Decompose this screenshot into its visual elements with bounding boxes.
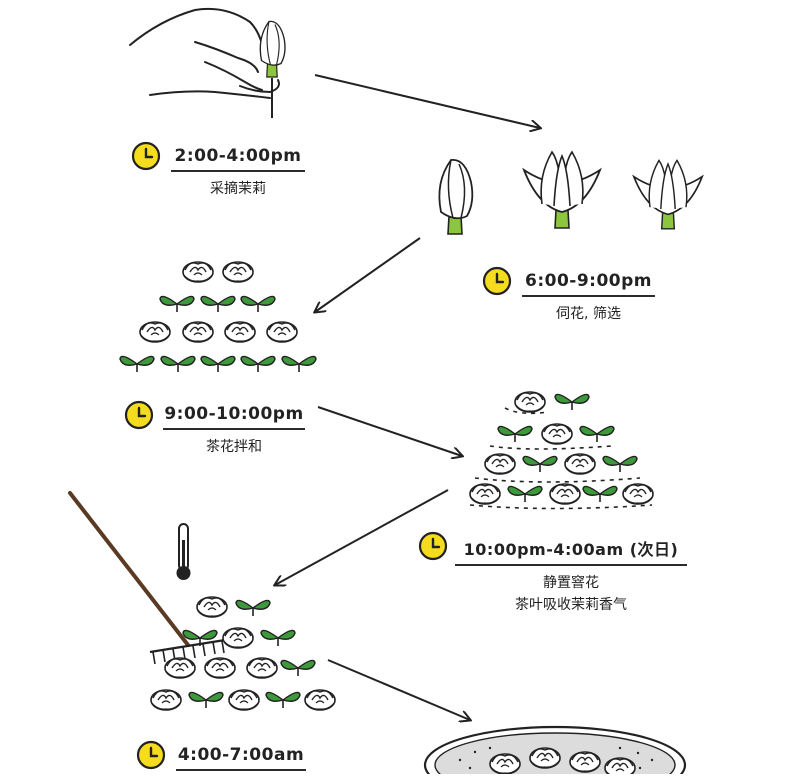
step-4-desc-2: 茶叶吸收茉莉香气 — [515, 597, 627, 613]
divider — [176, 769, 306, 771]
step-3-desc: 茶花拌和 — [206, 439, 262, 455]
step-2-label: 6:00-9:00pm 伺花, 筛选 — [522, 271, 655, 324]
step-4-desc: 静置窨花 — [543, 575, 599, 591]
step-1-label: 2:00-4:00pm 采摘茉莉 — [171, 146, 305, 199]
clock-icon — [482, 266, 512, 296]
flower-leaf-pile-1 — [119, 261, 317, 373]
step-2-desc: 伺花, 筛选 — [556, 306, 621, 322]
arrow-icon — [327, 659, 470, 720]
arrow-icon — [317, 406, 462, 456]
clock-icon — [136, 740, 166, 770]
hand-icon — [129, 7, 280, 99]
divider — [171, 170, 305, 172]
jasmine-flower-icon — [523, 151, 601, 229]
step-4-label: 10:00pm-4:00am (次日) 静置窨花 茶叶吸收茉莉香气 — [455, 536, 687, 615]
divider — [163, 428, 305, 430]
divider — [455, 564, 687, 566]
rake-icon — [68, 491, 226, 665]
clock-icon — [418, 531, 448, 561]
step-2-time: 6:00-9:00pm — [524, 271, 652, 291]
divider — [522, 295, 655, 297]
arrow-icon — [314, 74, 540, 128]
sieve-icon — [423, 725, 687, 778]
jasmine-flower-icon — [632, 159, 704, 230]
step-5-label: 4:00-7:00am — [176, 745, 306, 771]
thermometer-icon — [176, 523, 191, 580]
arrow-icon — [315, 237, 421, 312]
step-1-time: 2:00-4:00pm — [174, 146, 302, 166]
scented-tea-pile — [469, 391, 654, 510]
flower-leaf-pile-2 — [150, 596, 336, 711]
step-3-time: 9:00-10:00pm — [164, 404, 304, 424]
arrow-icon — [275, 489, 449, 585]
clock-icon — [124, 400, 154, 430]
clock-icon — [131, 141, 161, 171]
step-5-time: 4:00-7:00am — [177, 745, 305, 765]
jasmine-bud-icon — [259, 20, 286, 78]
step-4-time: 10:00pm-4:00am (次日) — [463, 540, 679, 559]
jasmine-bud-icon — [438, 158, 474, 235]
step-3-label: 9:00-10:00pm 茶花拌和 — [163, 404, 305, 457]
step-1-desc: 采摘茉莉 — [210, 181, 266, 197]
